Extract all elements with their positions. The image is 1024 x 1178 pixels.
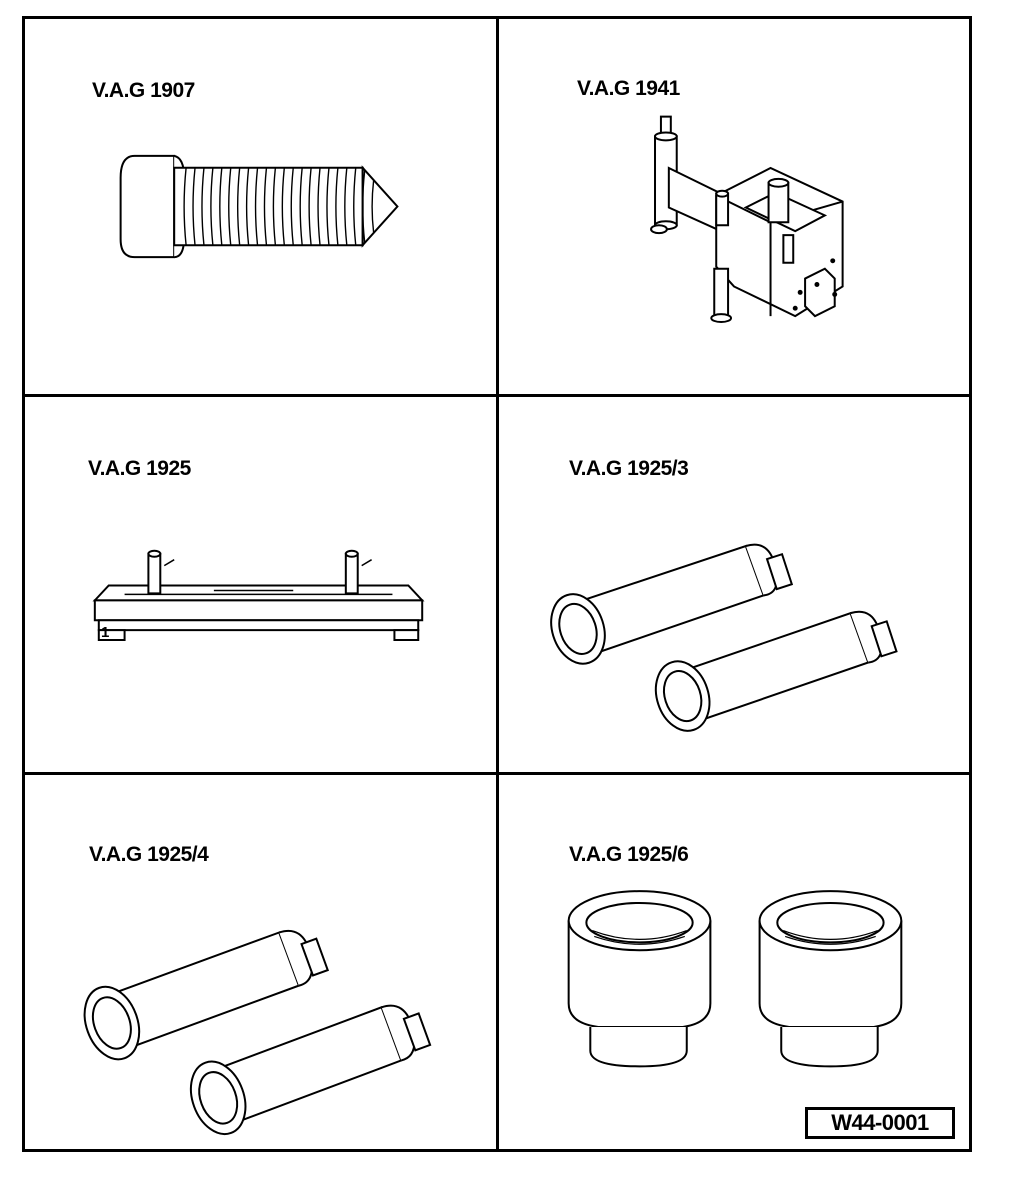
tool-cell-vag-1925: V.A.G 1925 1 [25,397,499,775]
figure-code: W44-0001 [805,1107,955,1139]
tool-cell-vag-1925-3: V.A.G 1925/3 [499,397,969,775]
cylinder-pair-illustration [25,775,496,1149]
tool-cell-vag-1925-4: V.A.G 1925/4 [25,775,499,1149]
bolt-illustration [25,19,496,394]
bar-fixture-illustration [25,397,496,772]
tool-cell-vag-1925-6: V.A.G 1925/6 W44-0001 [499,775,969,1149]
tool-label: V.A.G 1925/6 [569,843,689,866]
tool-cell-vag-1941: V.A.G 1941 [499,19,969,397]
tool-label: V.A.G 1907 [92,79,195,102]
cup-pair-illustration [499,775,969,1149]
tool-label: V.A.G 1925/4 [89,843,209,866]
tool-sheet: V.A.G 1907 [22,16,972,1152]
tool-cell-vag-1907: V.A.G 1907 [25,19,499,397]
fixture-illustration [499,19,969,394]
tool-label: V.A.G 1925 [88,457,191,480]
tool-label: V.A.G 1941 [577,77,680,100]
callout-number: 1 [101,624,109,641]
cylinder-pair-illustration [499,397,969,772]
tool-label: V.A.G 1925/3 [569,457,689,480]
